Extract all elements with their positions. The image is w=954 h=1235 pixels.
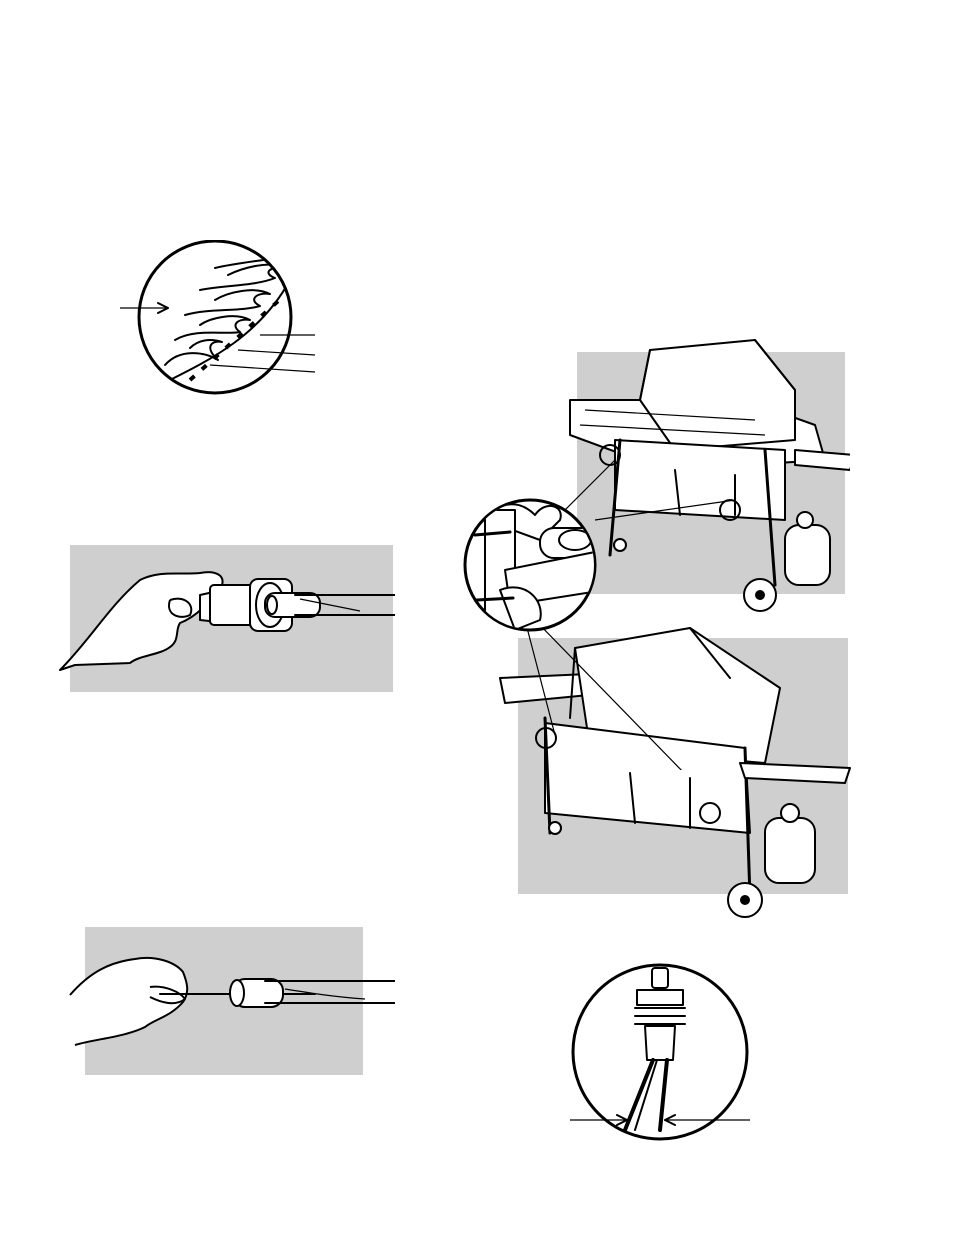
flame-pattern-figure (110, 240, 330, 400)
venturi-removal-figure (50, 545, 395, 695)
burner-tube-detail-figure (455, 440, 765, 770)
spider-check-figure (65, 927, 395, 1077)
igniter-detail-figure (565, 960, 755, 1150)
